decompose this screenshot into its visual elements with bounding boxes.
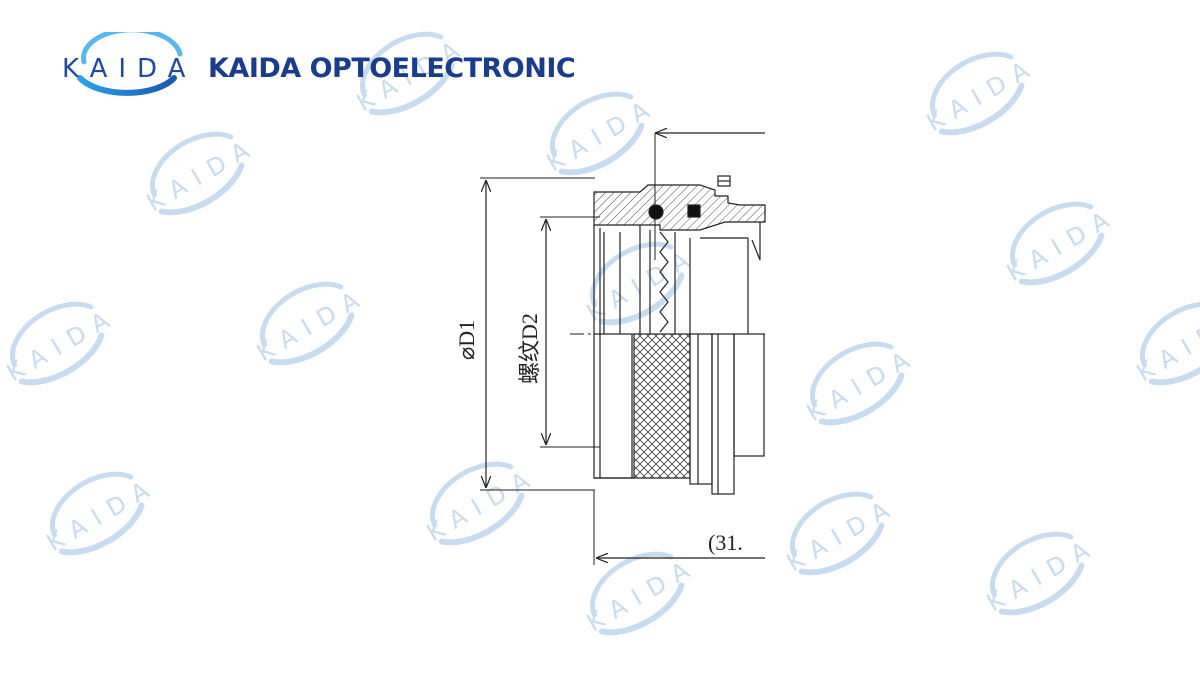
kaida-watermark-icon: KAIDA bbox=[883, 10, 1068, 180]
kaida-logo: KAIDA bbox=[62, 27, 202, 104]
kaida-watermark-icon: KAIDA bbox=[3, 430, 188, 600]
brand-header: KAIDA KAIDA OPTOELECTRONIC bbox=[62, 27, 576, 104]
kaida-watermark-icon: KAIDA bbox=[103, 90, 288, 260]
kaida-watermark-icon: KAIDA bbox=[963, 160, 1148, 330]
svg-text:KAIDA: KAIDA bbox=[142, 131, 263, 217]
svg-text:KAIDA: KAIDA bbox=[252, 281, 373, 367]
length-dimension-label: (31. bbox=[708, 530, 743, 555]
company-name: KAIDA OPTOELECTRONIC bbox=[208, 52, 576, 84]
outer-diameter-label: ⌀D1 bbox=[454, 320, 479, 360]
kaida-watermark-icon: KAIDA bbox=[213, 240, 398, 410]
connector-drawing: ⌀D1 螺纹D2 (31. bbox=[454, 110, 766, 565]
kaida-watermark-icon: KAIDA bbox=[943, 490, 1128, 660]
kaida-watermark-icon: KAIDA bbox=[1093, 260, 1200, 430]
svg-text:KAIDA: KAIDA bbox=[2, 301, 123, 387]
svg-text:KAIDA: KAIDA bbox=[42, 471, 163, 557]
logo-letters: KAIDA bbox=[62, 54, 197, 84]
svg-text:KAIDA: KAIDA bbox=[1002, 201, 1123, 287]
svg-text:KAIDA: KAIDA bbox=[1132, 301, 1200, 387]
svg-text:KAIDA: KAIDA bbox=[802, 341, 923, 427]
svg-text:KAIDA: KAIDA bbox=[982, 531, 1103, 617]
kaida-watermark-icon: KAIDA bbox=[0, 260, 147, 430]
svg-text:KAIDA: KAIDA bbox=[922, 51, 1043, 137]
thread-diameter-label: 螺纹D2 bbox=[517, 313, 542, 384]
